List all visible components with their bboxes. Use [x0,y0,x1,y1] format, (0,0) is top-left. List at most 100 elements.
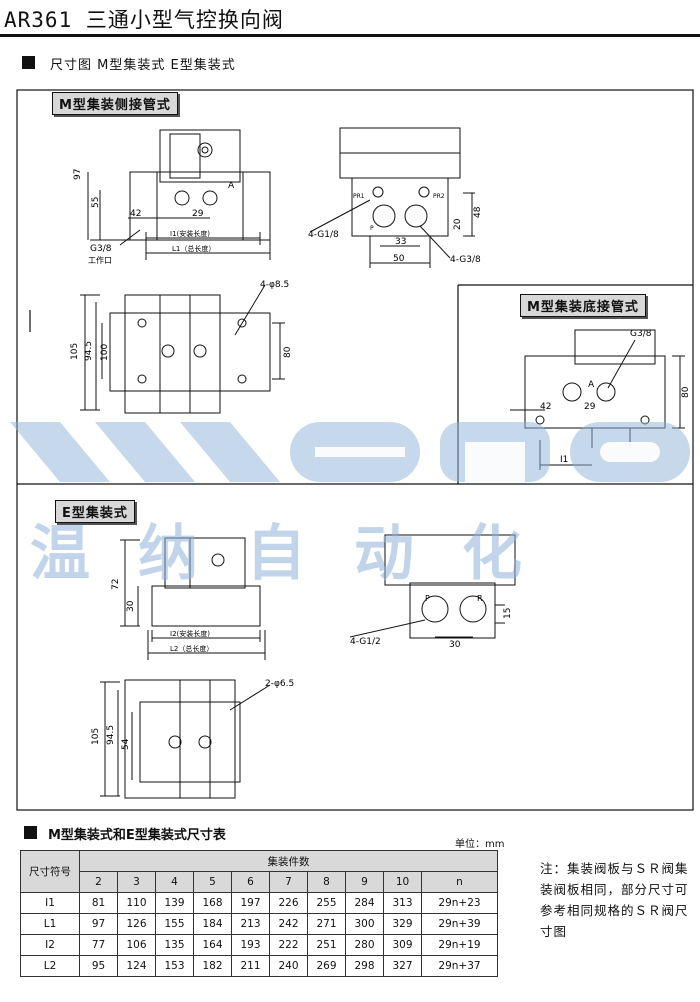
value-cell: 126 [117,913,156,935]
table-header-symbol: 尺寸符号 [20,850,80,893]
value-cell: 29n+23 [421,892,498,914]
table-note: 注：集装阀板与ＳＲ阀集装阀板相同，部分尺寸可参考相同规格的ＳＲ阀尺寸图 [540,861,689,939]
dim-54: 54 [121,738,131,750]
value-cell: 124 [117,955,156,977]
section-bullet-icon [22,56,35,69]
value-cell: 135 [155,934,194,956]
dim-42: 42 [130,209,141,219]
dim-94.5: 94.5 [84,341,94,361]
m-side-plan-view: 4-φ8.5 105 94.5 100 80 [70,280,293,414]
page-title: AR361 三通小型气控换向阀 [4,8,284,32]
pr2-label: PR2 [433,193,445,200]
value-cell: 29n+19 [421,934,498,956]
value-cell: 251 [307,934,346,956]
value-cell: 197 [231,892,270,914]
value-cell: 213 [231,913,270,935]
count-cell: 7 [269,871,308,893]
dim-30-e: 30 [449,640,461,650]
value-cell: 309 [383,934,422,956]
port-a-label: A [228,181,235,191]
value-cell: 284 [345,892,384,914]
value-cell: 139 [155,892,194,914]
value-cell: 240 [269,955,308,977]
pr1-label: PR1 [353,193,365,200]
drawing-frame [16,89,694,811]
value-cell: 255 [307,892,346,914]
value-cell: 110 [117,892,156,914]
count-cell: 2 [79,871,118,893]
value-cell: 95 [79,955,118,977]
value-cell: 280 [345,934,384,956]
row-symbol: I1 [20,892,80,914]
value-cell: 81 [79,892,118,914]
value-cell: 327 [383,955,422,977]
e-end-view: P R 4-G1/2 30 15 [349,534,516,650]
count-cell: 6 [231,871,270,893]
g12-label: 4-G1/2 [350,637,381,647]
e-plan-view: 2-φ6.5 105 94.5 54 [91,679,294,799]
L2-total-label: L2（总长度） [170,644,213,653]
L1-total-label: L1（总长度） [172,244,215,253]
count-cell: 4 [155,871,194,893]
count-cell: 9 [345,871,384,893]
value-cell: 77 [79,934,118,956]
dim-15: 15 [503,608,513,619]
work-port-label: 工作口 [88,255,112,265]
l2-install-label: I2(安装长度) [170,629,210,638]
value-cell: 300 [345,913,384,935]
value-cell: 269 [307,955,346,977]
phi85-label: 4-φ8.5 [260,280,289,290]
e-p-label: P [425,594,430,603]
dim-42-bottom: 42 [540,402,551,412]
value-cell: 184 [193,913,232,935]
value-cell: 29n+37 [421,955,498,977]
table-row: I2 77 106 135 164 193 222 251 280 309 29… [20,934,498,956]
dim-97: 97 [73,169,83,180]
e-r-label: R [477,594,483,603]
count-cell: 3 [117,871,156,893]
m-side-front-view: 97 55 42 29 A G3/8 工作口 I1(安装长度) L1（总长度） [73,129,271,265]
value-cell: 298 [345,955,384,977]
dim-94.5-e: 94.5 [106,725,116,745]
dim-50: 50 [393,254,405,264]
table-bullet-icon [24,826,37,839]
count-cell: 5 [193,871,232,893]
watermark-text: 温纳自动化 [30,519,570,589]
value-cell: 271 [307,913,346,935]
table-row: I1 81 110 139 168 197 226 255 284 313 29… [20,892,498,914]
value-cell: 222 [269,934,308,956]
dim-80-bottom: 80 [681,386,690,398]
dim-55: 55 [91,197,101,208]
e-front-view: 72 30 I2(安装长度) L2（总长度） [111,537,266,660]
value-cell: 182 [193,955,232,977]
value-cell: 313 [383,892,422,914]
count-cell: n [421,871,498,893]
p-label: P [370,225,374,232]
panel-tag-m-side: M型集装侧接管式 [52,92,178,115]
dim-100: 100 [100,344,110,361]
unit-label: 单位：mm [455,839,505,850]
value-cell: 29n+39 [421,913,498,935]
dimension-table: 尺寸符号 集装件数 2 3 4 5 6 7 8 9 10 n I1 81 110… [20,850,498,977]
table-row: L1 97 126 155 184 213 242 271 300 329 29… [20,913,498,935]
value-cell: 164 [193,934,232,956]
dim-80: 80 [283,346,293,358]
dim-72: 72 [111,579,121,590]
dim-105: 105 [70,343,80,360]
table-title: M型集装式和E型集装式尺寸表 [48,828,226,843]
value-cell: 242 [269,913,308,935]
watermark-logo [10,422,690,482]
dim-33: 33 [395,237,406,247]
a-bottom-label: A [588,380,595,390]
section-heading: 尺寸图 M型集装式 E型集装式 [50,58,236,73]
dim-30: 30 [126,600,136,612]
l1-install-label: I1(安装长度) [170,229,210,238]
value-cell: 211 [231,955,270,977]
value-cell: 193 [231,934,270,956]
g18-label: 4-G1/8 [308,230,339,240]
value-cell: 97 [79,913,118,935]
dim-105-e: 105 [91,728,101,745]
title-rule [0,34,700,37]
value-cell: 168 [193,892,232,914]
table-header-group: 集装件数 [79,850,498,872]
